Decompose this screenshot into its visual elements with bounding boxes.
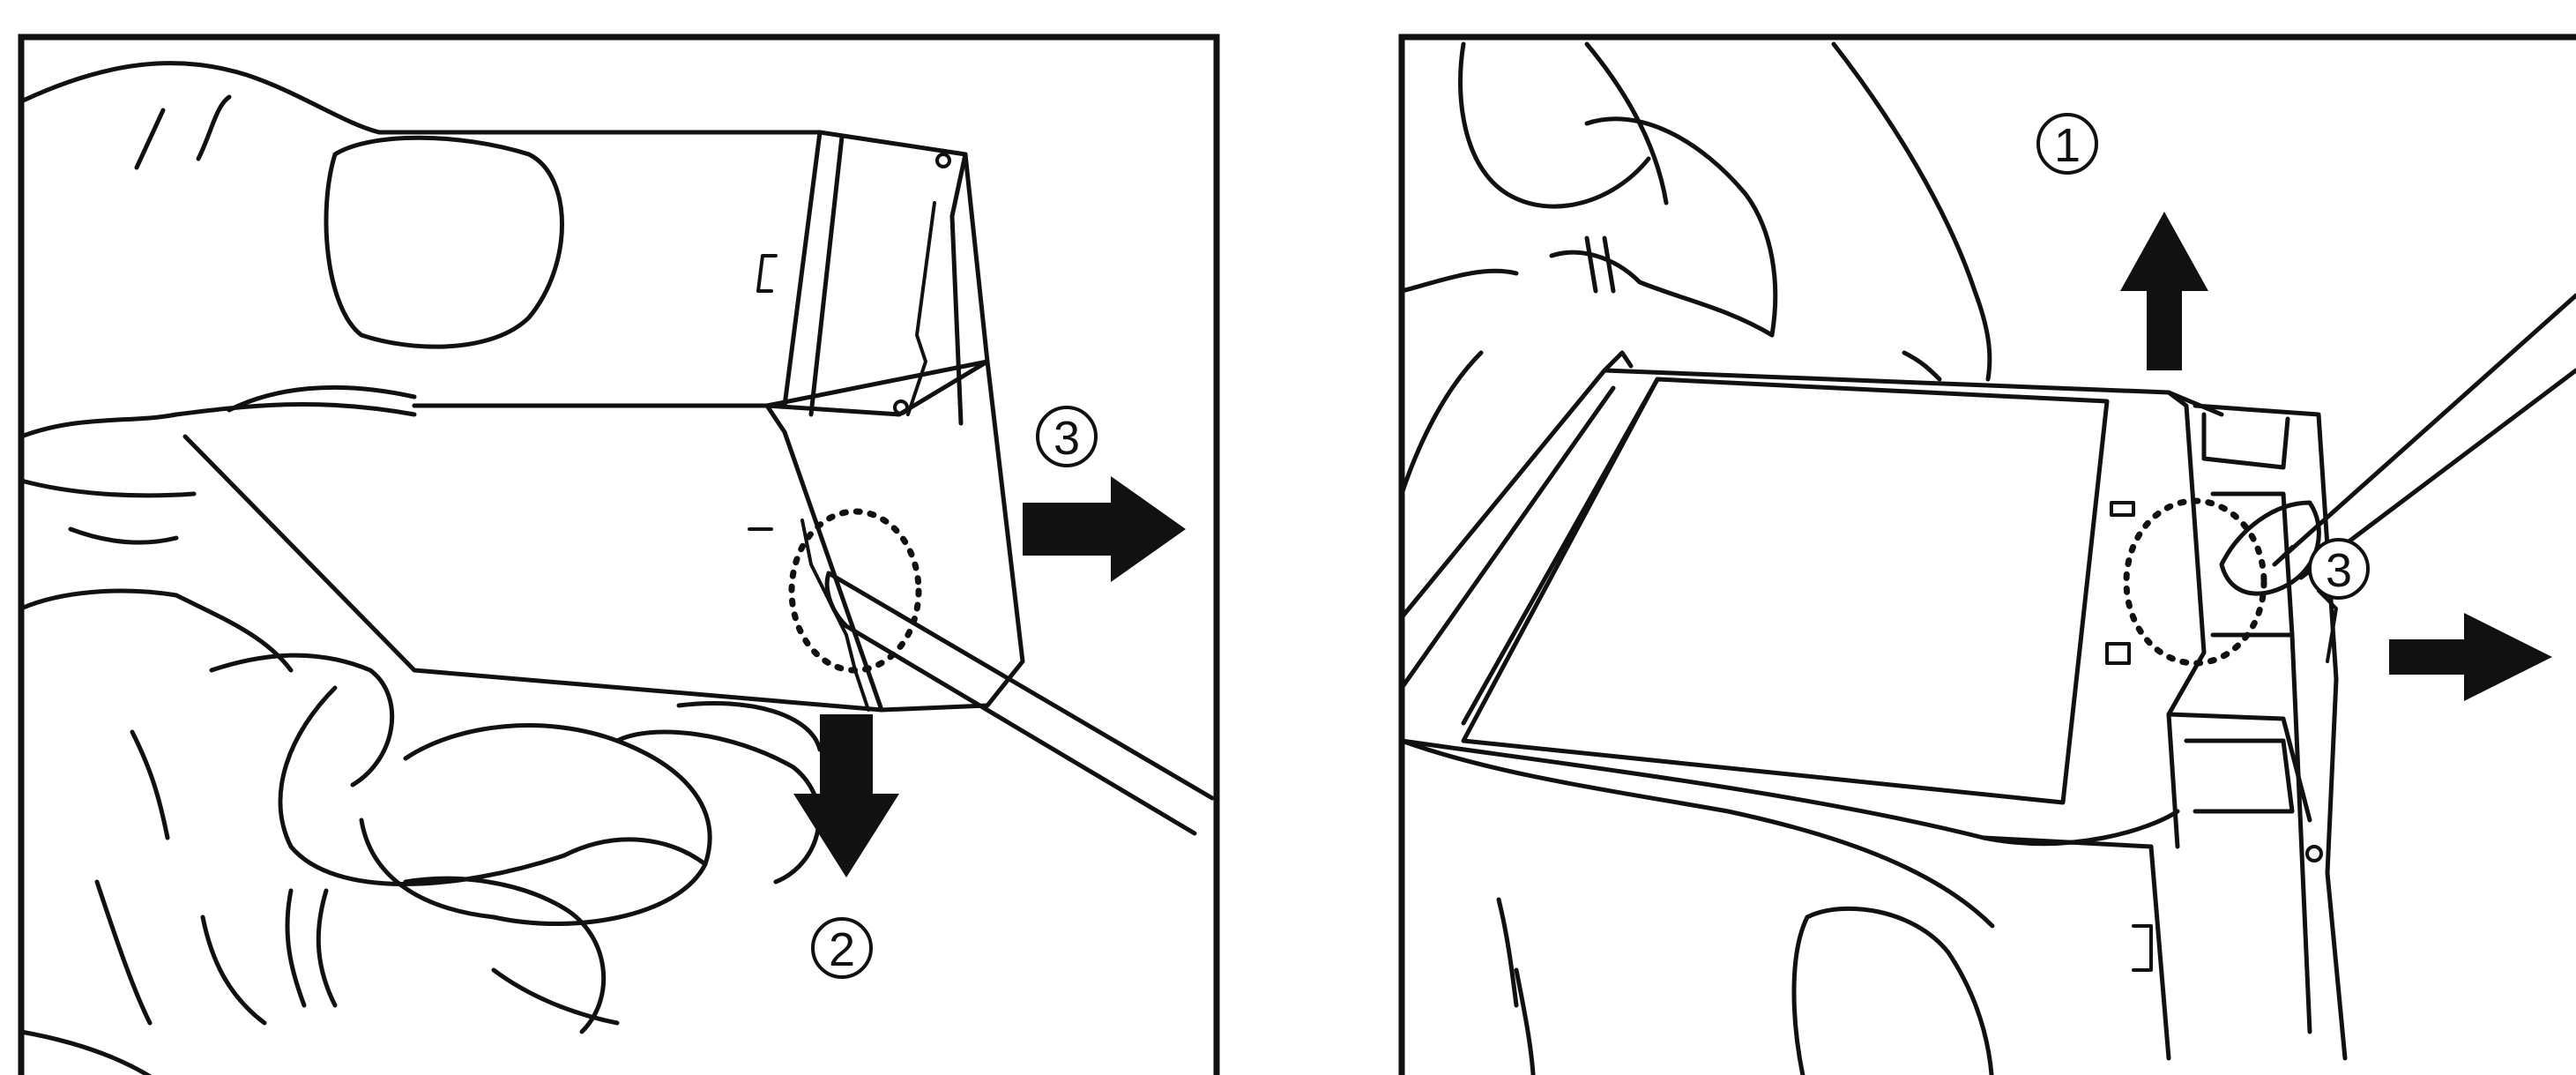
left-device-housing [182, 130, 1025, 713]
right-arrow-up-icon [2120, 212, 2208, 370]
left-step-2: 2 [793, 714, 899, 979]
right-panel: 1 3 [1398, 34, 2576, 1075]
left-latch-highlight [788, 508, 922, 674]
left-screwdriver [824, 571, 1215, 836]
left-arrow-down-icon [793, 714, 899, 877]
right-panel-frame [1398, 34, 2576, 1075]
left-arrow-right-icon [1023, 476, 1186, 582]
right-hand-illustration [1399, 41, 1995, 1075]
right-screwdriver [2219, 293, 2576, 596]
right-step-1: 1 [2036, 113, 2208, 370]
right-latch-highlight [2123, 497, 2267, 667]
right-arrow-right-icon [2389, 613, 2552, 701]
left-panel-frame [18, 34, 1220, 1075]
left-panel: 3 2 [18, 34, 1220, 1075]
right-step-1-label: 1 [2054, 119, 2081, 172]
right-device-housing [1399, 350, 2348, 1061]
right-step-3-label: 3 [2326, 544, 2352, 597]
left-step-3-label: 3 [1053, 412, 1080, 465]
left-step-2-label: 2 [829, 923, 855, 976]
left-hand-illustration [19, 61, 823, 1075]
right-step-3: 3 [2308, 538, 2552, 701]
left-step-3: 3 [1023, 406, 1186, 582]
